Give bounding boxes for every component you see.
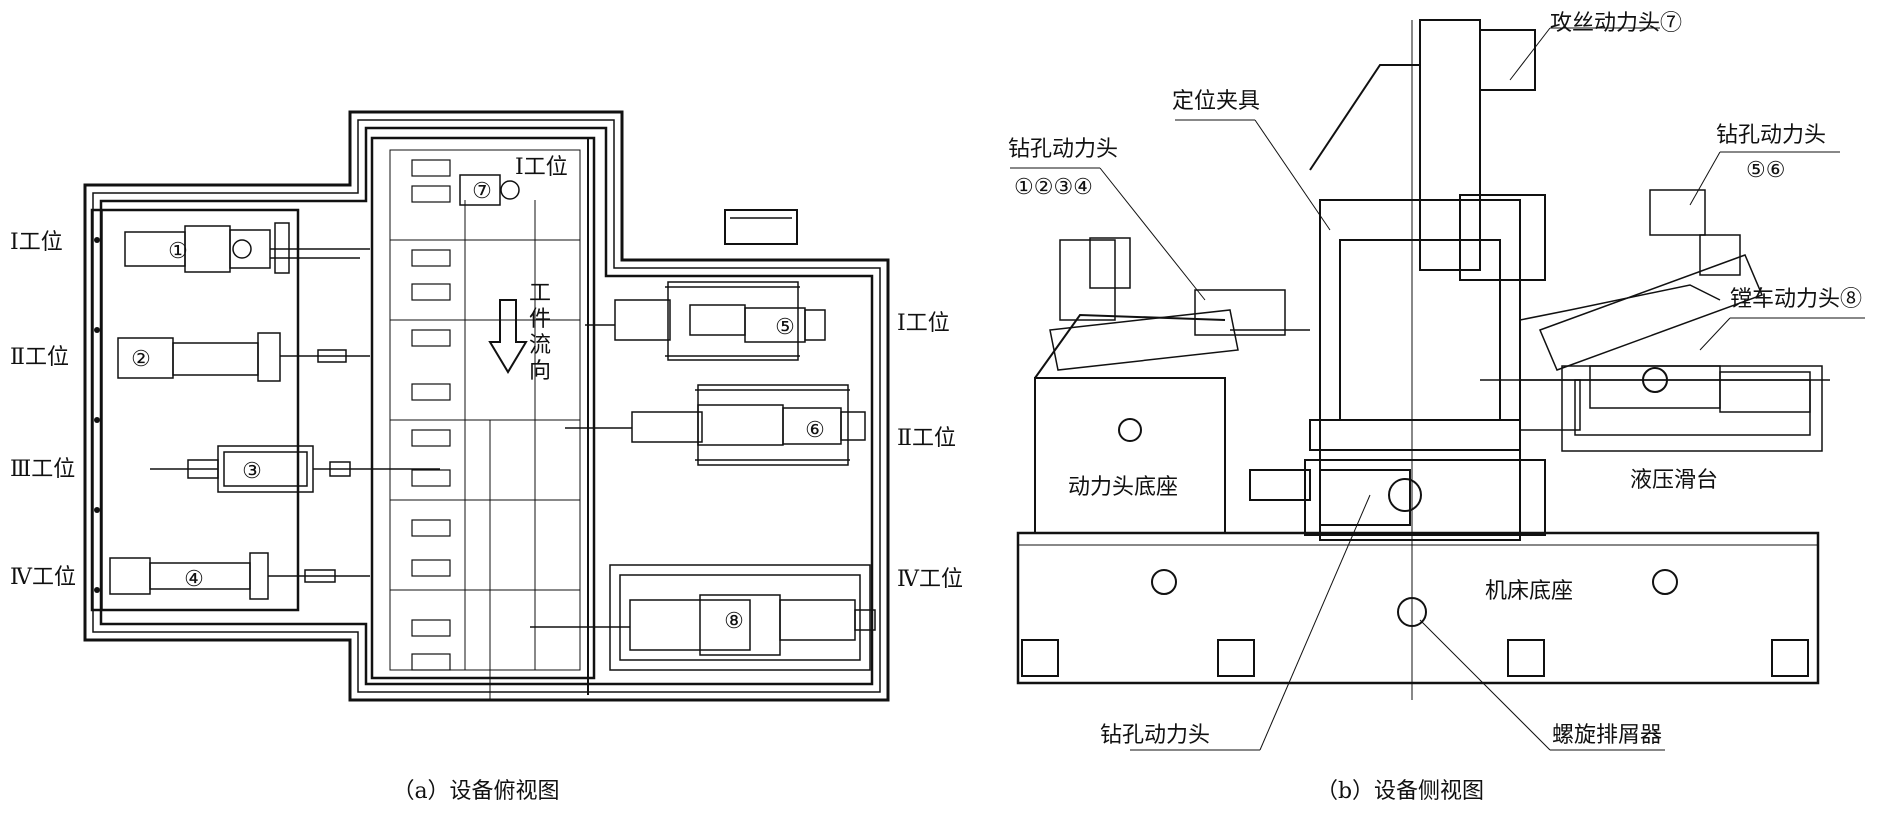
head-4-label: ④ xyxy=(184,567,204,592)
station-label-right-4: Ⅳ工位 xyxy=(897,567,963,592)
top-view-drawing: ① ② ③ ④ ⑤ ⑥ ⑦ ⑧ Ⅰ工位 Ⅱ工位 Ⅲ工位 Ⅳ工位 Ⅰ工位 Ⅰ工位 … xyxy=(10,110,963,804)
label-drill-head-56-nums: ⑤⑥ xyxy=(1746,158,1785,183)
base-feet xyxy=(1021,639,1809,677)
caption-side-view: （b）设备侧视图 xyxy=(1316,779,1484,804)
label-power-head-base: 动力头底座 xyxy=(1068,475,1178,500)
head-7-label: ⑦ xyxy=(472,179,492,204)
drill-head-2 xyxy=(117,332,370,382)
flow-label-char-4: 向 xyxy=(529,359,551,384)
station-label-left-2: Ⅱ工位 xyxy=(10,345,69,370)
label-tapping-head-7: 攻丝动力头⑦ xyxy=(1550,11,1682,36)
head-3-label: ③ xyxy=(242,459,262,484)
bolt-dots xyxy=(94,237,100,593)
base-bolts xyxy=(1118,367,1678,627)
flow-label-char-3: 流 xyxy=(529,333,551,358)
center-column xyxy=(1249,19,1546,541)
drill-head-5 xyxy=(585,281,826,361)
station-label-left-3: Ⅲ工位 xyxy=(10,457,75,482)
flow-label-char-1: 工 xyxy=(529,281,551,306)
station-label-right-2: Ⅱ工位 xyxy=(897,426,956,451)
label-hydraulic-slide: 液压滑台 xyxy=(1630,468,1718,493)
drill-head-4 xyxy=(109,552,370,600)
leader-lines xyxy=(1010,27,1865,751)
caption-top-view: （a）设备俯视图 xyxy=(392,779,559,804)
fixture-stations xyxy=(411,159,451,671)
station-label-left-1: Ⅰ工位 xyxy=(10,230,63,255)
tapping-head-7 xyxy=(459,174,520,206)
flow-label-char-2: 件 xyxy=(529,307,551,332)
head-5-label: ⑤ xyxy=(775,315,795,340)
right-assembly xyxy=(1480,189,1830,452)
label-chip-conveyor: 螺旋排屑器 xyxy=(1552,723,1662,748)
head-2-label: ② xyxy=(131,347,151,372)
label-boring-head-8: 镗车动力头⑧ xyxy=(1730,287,1862,312)
head-8-label: ⑧ xyxy=(724,609,744,634)
flow-arrow-icon xyxy=(488,299,528,374)
label-drill-head-bottom: 钻孔动力头 xyxy=(1100,723,1210,748)
side-view-drawing: 攻丝动力头⑦ 定位夹具 钻孔动力头 ①②③④ 钻孔动力头 ⑤⑥ 镗车动力头⑧ 动… xyxy=(1008,11,1865,804)
drill-head-1 xyxy=(124,222,370,274)
drill-heads-1234-side xyxy=(1049,237,1310,371)
station-label-right-1: Ⅰ工位 xyxy=(897,311,950,336)
boring-head-8 xyxy=(530,564,876,671)
head-6-label: ⑥ xyxy=(805,418,825,443)
drill-head-3 xyxy=(150,445,440,493)
label-machine-base: 机床底座 xyxy=(1485,579,1573,604)
station-label-top: Ⅰ工位 xyxy=(515,155,568,180)
label-drill-head-56: 钻孔动力头 xyxy=(1716,123,1826,148)
label-drill-head-1234: 钻孔动力头 xyxy=(1008,137,1118,162)
label-drill-head-1234-nums: ①②③④ xyxy=(1014,175,1093,200)
drill-head-6 xyxy=(565,384,866,466)
label-fixture: 定位夹具 xyxy=(1172,89,1260,114)
head-1-label: ① xyxy=(168,239,188,264)
station-label-left-4: Ⅳ工位 xyxy=(10,565,76,590)
